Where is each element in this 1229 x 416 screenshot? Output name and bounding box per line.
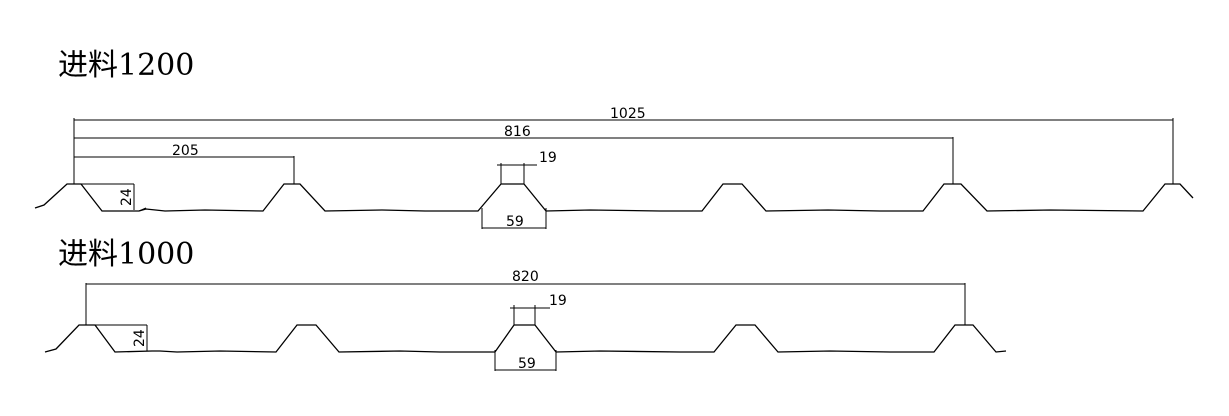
profile-1000: 进料1000 820 24 19 59 (44, 237, 1007, 372)
dim-label-cover: 820 (512, 269, 539, 285)
profile-title: 进料1200 (58, 48, 194, 83)
dim-label-rib-height: 24 (132, 329, 148, 347)
dim-label-rib-base: 59 (518, 356, 536, 372)
sheet-profile-line (34, 183, 1194, 212)
profile-title: 进料1000 (58, 237, 194, 272)
dim-label-rib-height: 24 (119, 188, 135, 206)
dim-label-overall: 1025 (610, 106, 646, 122)
dim-label-pitch: 205 (172, 143, 199, 159)
sheet-profile-line (44, 324, 1007, 353)
dim-label-rib-top: 19 (539, 150, 557, 166)
dim-label-rib-top: 19 (549, 293, 567, 309)
dim-label-rib-base: 59 (506, 214, 524, 230)
dim-label-cover: 816 (504, 124, 531, 140)
flat-segment (138, 207, 147, 212)
profile-1200: 进料1200 1025 816 205 24 19 59 (34, 48, 1194, 230)
